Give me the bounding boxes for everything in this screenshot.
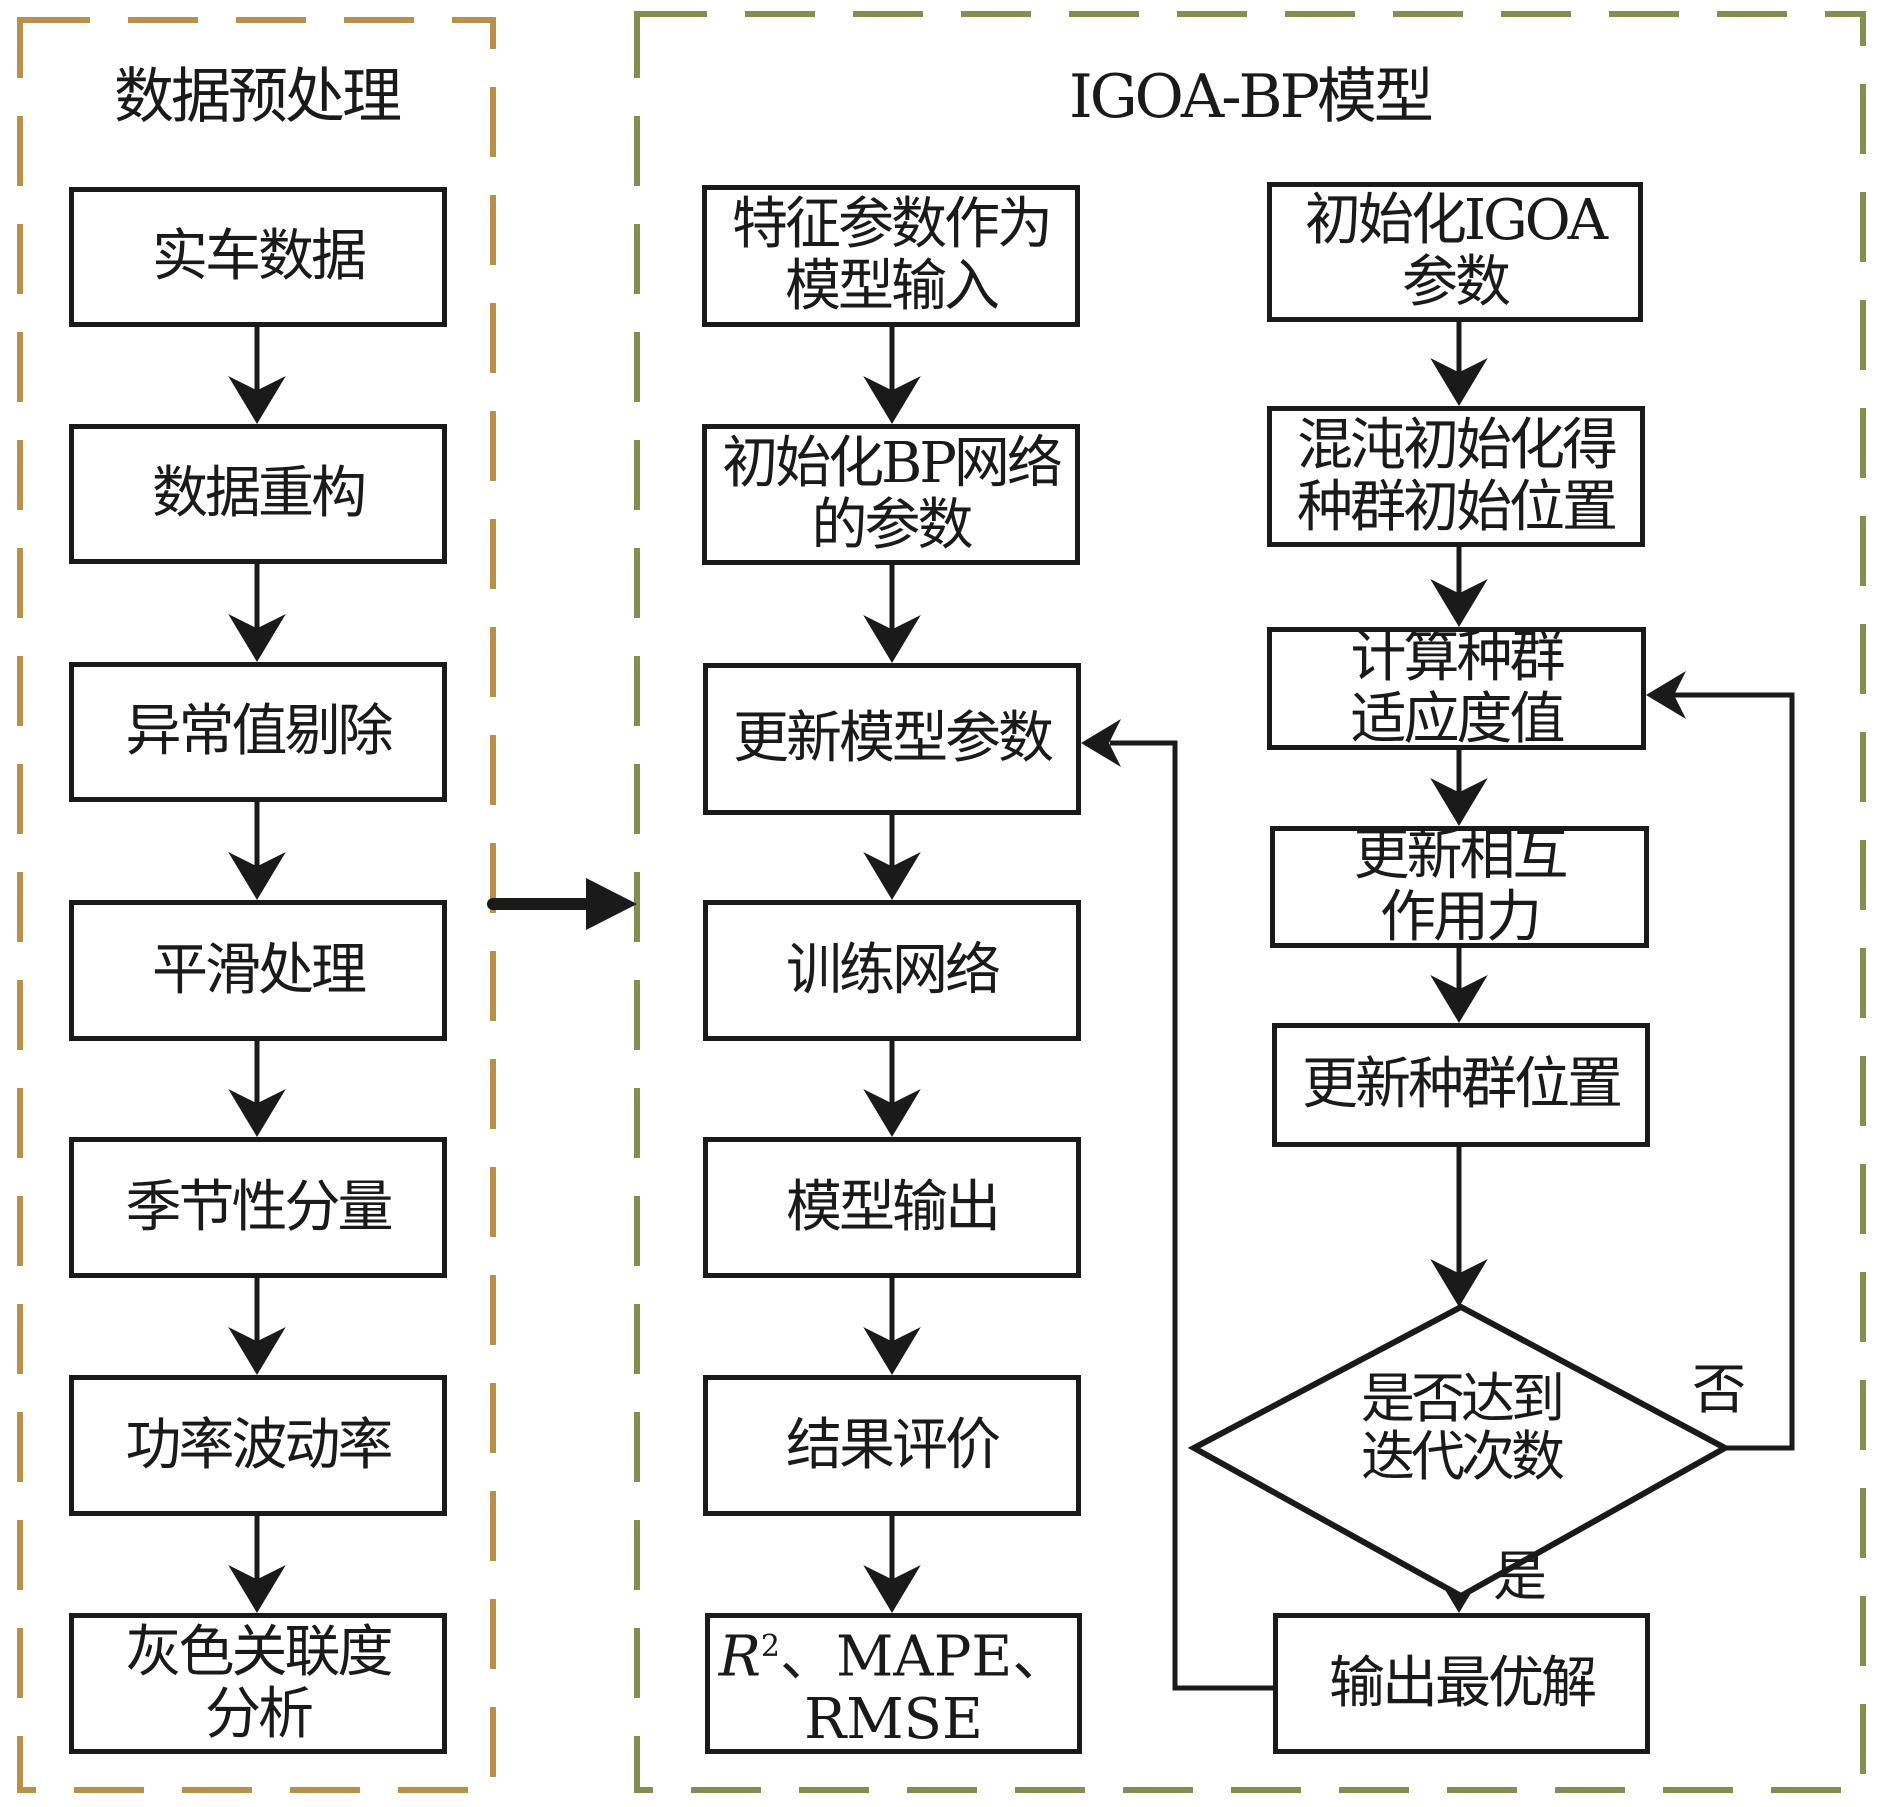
right-arrow-0-arrowhead-icon — [1430, 358, 1488, 406]
metrics-line2: RMSE — [804, 1686, 983, 1752]
step-power-fluctuation: 功率波动率 — [69, 1375, 447, 1516]
step-update-interaction: 更新相互 作用力 — [1270, 825, 1649, 949]
step-outlier-removal: 异常值剔除 — [69, 662, 447, 802]
left-arrow-4-arrowhead-icon — [228, 1327, 286, 1375]
mid-arrow-2-arrowhead-icon — [863, 852, 921, 900]
right-frame — [634, 11, 1866, 1793]
metrics-line1: R2、MAPE、 — [719, 1616, 1069, 1689]
decision-diamond — [1187, 1303, 1732, 1600]
no-loop-line — [1670, 692, 1795, 1451]
metric-rest: 、MAPE、 — [779, 1624, 1069, 1690]
no-loop-arrowhead-icon — [1646, 671, 1686, 719]
feedback-loop-line — [1110, 740, 1273, 1691]
step-train-network: 训练网络 — [703, 900, 1081, 1041]
mid-arrow-1-arrowhead-icon — [863, 615, 921, 663]
step-init-bp: 初始化BP网络 的参数 — [702, 424, 1080, 565]
decision-text: 是否达到 迭代次数 — [1361, 1367, 1565, 1488]
right-arrow-2-arrowhead-icon — [1430, 778, 1488, 826]
metric-r: R — [718, 1624, 761, 1690]
mid-arrow-4-arrowhead-icon — [863, 1327, 921, 1375]
step-grey-relational: 灰色关联度 分析 — [69, 1613, 447, 1754]
step-output-optimal: 输出最优解 — [1273, 1613, 1650, 1754]
step-fitness: 计算种群 适应度值 — [1267, 626, 1646, 750]
right-arrow-3-arrowhead-icon — [1430, 975, 1488, 1023]
left-arrow-0-arrowhead-icon — [228, 376, 286, 424]
feedback-loop-arrowhead-icon — [1081, 719, 1121, 767]
step-seasonal-component: 季节性分量 — [69, 1137, 447, 1278]
right-arrow-1-arrowhead-icon — [1430, 579, 1488, 627]
yes-label: 是 — [1493, 1545, 1547, 1608]
step-metrics: R2、MAPE、 RMSE — [705, 1613, 1082, 1754]
step-update-model-params: 更新模型参数 — [703, 663, 1081, 815]
step-init-igoa: 初始化IGOA 参数 — [1267, 182, 1643, 322]
right-arrow-4-arrowhead-icon — [1430, 1259, 1488, 1307]
left-arrow-5-arrowhead-icon — [228, 1565, 286, 1613]
left-arrow-3-arrowhead-icon — [228, 1089, 286, 1137]
mid-arrow-0-arrowhead-icon — [863, 376, 921, 424]
left-panel-title: 数据预处理 — [114, 62, 402, 132]
step-feature-input: 特征参数作为 模型输入 — [702, 185, 1080, 327]
right-panel-title: IGOA-BP模型 — [1069, 62, 1434, 132]
mid-arrow-3-arrowhead-icon — [863, 1089, 921, 1137]
metric-r-sup: 2 — [760, 1629, 780, 1665]
transfer-arrowhead-icon — [586, 878, 637, 930]
no-label: 否 — [1692, 1358, 1746, 1421]
step-update-position: 更新种群位置 — [1272, 1023, 1650, 1147]
left-arrow-1-arrowhead-icon — [228, 614, 286, 662]
step-result-evaluation: 结果评价 — [703, 1375, 1081, 1516]
step-data-reconstruction: 数据重构 — [69, 424, 447, 564]
step-real-vehicle-data: 实车数据 — [69, 187, 447, 327]
left-arrow-2-arrowhead-icon — [228, 852, 286, 900]
step-smoothing: 平滑处理 — [69, 900, 447, 1041]
step-model-output: 模型输出 — [703, 1137, 1081, 1278]
mid-arrow-5-arrowhead-icon — [863, 1565, 921, 1613]
step-chaos-init: 混沌初始化得 种群初始位置 — [1267, 406, 1645, 547]
